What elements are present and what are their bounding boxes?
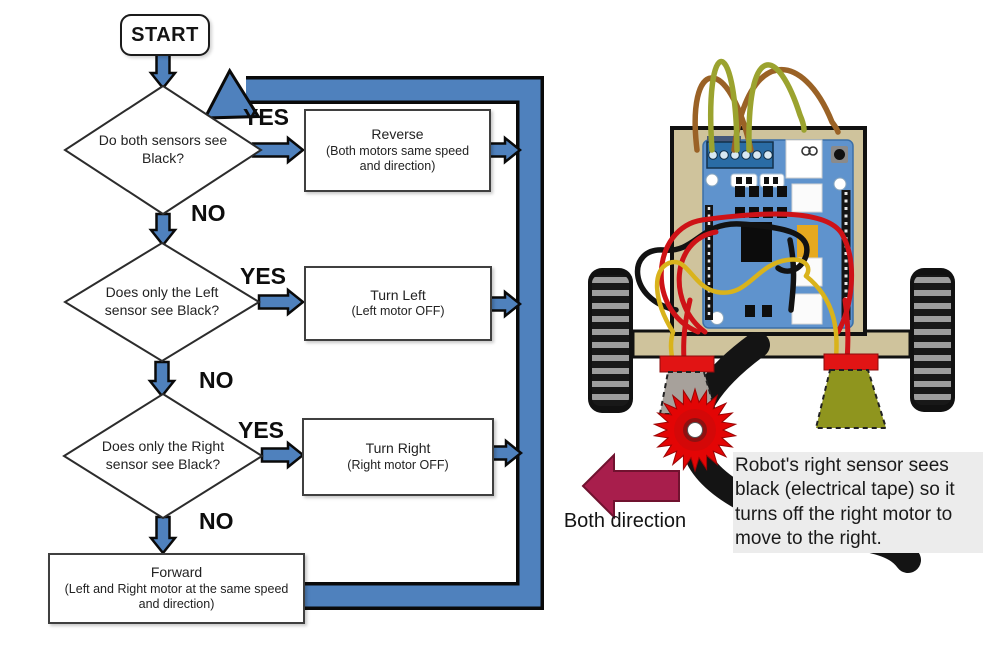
start-node: START xyxy=(120,14,210,56)
left-wheel xyxy=(588,268,633,413)
decision-right-sensor-label: Does only the Right sensor see Black? xyxy=(101,438,225,473)
hookup-wires xyxy=(635,211,854,365)
decision-diamonds xyxy=(62,84,264,520)
red-wire xyxy=(842,297,851,365)
both-direction-label: Both direction xyxy=(563,510,687,532)
yes-label-3: YES xyxy=(238,417,285,443)
yellow-wire xyxy=(668,329,676,361)
diamond-both-sensors xyxy=(63,84,263,216)
jumper-wires-top xyxy=(692,58,841,153)
action-turn-left-box: Turn Left (Left motor OFF) xyxy=(304,266,492,341)
arduino-label xyxy=(785,139,823,179)
yes-label-1: YES xyxy=(243,104,290,130)
red-wire xyxy=(676,229,719,335)
yellow-wire xyxy=(654,257,811,335)
action-reverse-box: Reverse (Both motors same speed and dire… xyxy=(304,109,491,192)
arduino-board xyxy=(702,136,854,329)
black-wire xyxy=(787,237,797,313)
arrow-turnleft-out xyxy=(487,289,523,319)
decision-both-sensors-label: Do both sensors see Black? xyxy=(98,132,228,167)
arrow-d3-no xyxy=(148,515,178,556)
yes-label-2: YES xyxy=(240,263,287,289)
diamond-left-sensor xyxy=(63,241,261,363)
feedback-loop-arrow xyxy=(202,67,544,610)
arrow-d1-yes xyxy=(251,135,306,165)
robot-illustration xyxy=(588,58,955,573)
sensor-starburst xyxy=(652,387,738,473)
right-wheel xyxy=(910,268,955,412)
action-forward-box: Forward (Left and Right motor at the sam… xyxy=(48,553,305,624)
arrow-reverse-out xyxy=(487,135,523,165)
red-wire xyxy=(658,211,854,335)
no-label-2: NO xyxy=(199,367,234,393)
arrow-start-to-d1 xyxy=(148,51,178,91)
flow-arrows xyxy=(147,51,524,556)
action-turn-right-box: Turn Right (Right motor OFF) xyxy=(302,418,494,496)
direction-arrow xyxy=(581,452,680,520)
no-label-3: NO xyxy=(199,508,234,534)
diamond-right-sensor xyxy=(62,392,264,520)
arrow-d1-no xyxy=(148,212,178,248)
olive-wire xyxy=(707,58,740,153)
arrow-d2-yes xyxy=(257,287,306,317)
arrow-d2-no xyxy=(147,360,177,399)
no-label-1: NO xyxy=(191,200,226,226)
left-sensor-mount xyxy=(659,355,715,373)
decision-left-sensor-label: Does only the Left sensor see Black? xyxy=(104,284,220,319)
right-sensor-mount xyxy=(823,353,879,371)
robot-caption: Robot's right sensor sees black (electri… xyxy=(733,452,983,554)
yellow-wire xyxy=(803,273,839,361)
olive-wire xyxy=(746,62,807,153)
right-sensor-beam xyxy=(814,369,888,429)
terminal-block xyxy=(706,141,774,169)
arrow-d3-yes xyxy=(260,440,306,470)
